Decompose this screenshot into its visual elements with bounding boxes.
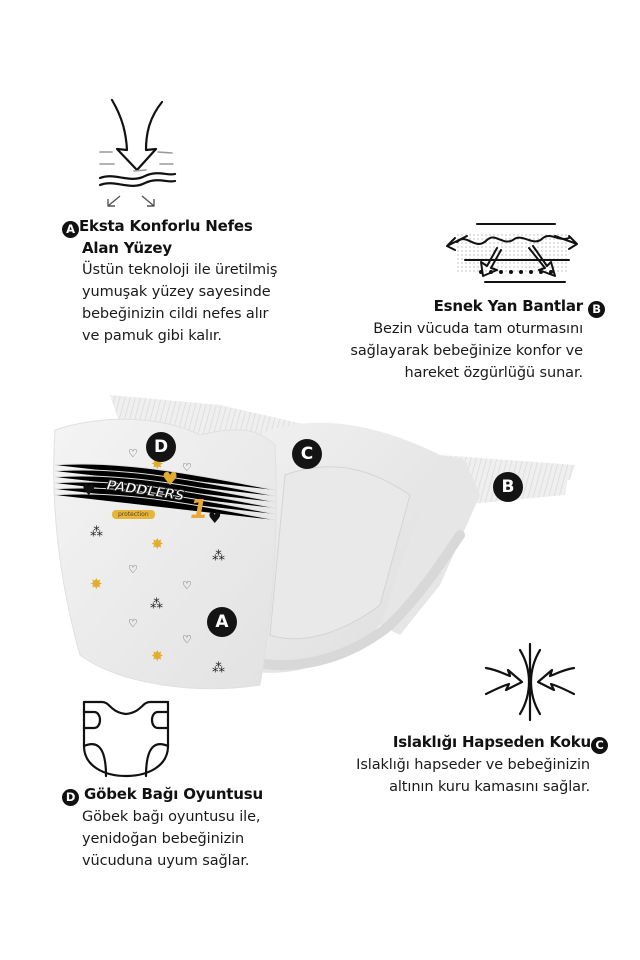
elastic-side-bands-icon	[446, 223, 578, 283]
badge-d: D	[62, 789, 79, 806]
marker-c: C	[292, 439, 322, 469]
outline-heart-icon: ♡	[182, 579, 192, 592]
gold-star-icon: ✸	[151, 535, 164, 553]
gold-star-icon: ✸	[151, 647, 164, 665]
badge-a: A	[62, 221, 79, 238]
sparkle-icon: ⁂	[212, 549, 225, 564]
gold-star-icon: ✸	[90, 575, 103, 593]
sparkle-icon: ⁂	[90, 525, 103, 540]
brand-subtitle: protection	[112, 510, 155, 519]
sparkle-icon: ⁂	[150, 597, 163, 612]
brand-heart-icon: ♥	[162, 469, 179, 490]
feature-a-title-line2: Alan Yüzey	[82, 239, 172, 257]
diaper-umbilical-cutout-icon	[82, 700, 170, 778]
feature-d: D Göbek Bağı Oyuntusu Göbek bağı oyuntus…	[62, 784, 322, 872]
badge-c: C	[591, 737, 608, 754]
outline-heart-icon: ♡	[128, 447, 138, 460]
diaper-shape	[53, 395, 575, 690]
outline-heart-icon: ♡	[182, 633, 192, 646]
heart-icon: ♥	[208, 509, 222, 527]
heart-icon: ♥	[82, 481, 96, 499]
marker-a: A	[207, 607, 237, 637]
size-number: 1	[190, 495, 209, 525]
outline-heart-icon: ♡	[182, 461, 192, 474]
outline-heart-icon: ♡	[128, 617, 138, 630]
feature-d-description: Göbek bağı oyuntusu ile, yenidoğan bebeğ…	[82, 809, 261, 869]
marker-d: D	[146, 432, 176, 462]
outline-heart-icon: ♡	[128, 563, 138, 576]
marker-b: B	[493, 472, 523, 502]
feature-a-description: Üstün teknoloji ile üretilmiş yumuşak yü…	[82, 262, 278, 344]
feature-b-title: Esnek Yan Bantlar B	[300, 296, 605, 318]
feature-b-description: Bezin vücuda tam oturmasını sağlayarak b…	[350, 321, 583, 381]
sparkle-icon: ⁂	[212, 661, 225, 676]
feature-b: Esnek Yan Bantlar B Bezin vücuda tam otu…	[300, 296, 605, 384]
moisture-lock-icon	[484, 642, 576, 722]
badge-b: B	[588, 301, 605, 318]
feature-c-description: Islaklığı hapseder ve bebeğinizin altını…	[356, 757, 590, 795]
feature-d-title: D Göbek Bağı Oyuntusu	[62, 784, 322, 806]
breathable-surface-icon	[98, 98, 177, 207]
diaper-product-image: ♥ ♥ ♡ ♡ ♡ ♡ ♡ ♡ ✸ ✸ ✸ ✸ ⁂ ⁂ ⁂ ⁂ PADDLERS…	[40, 385, 600, 695]
